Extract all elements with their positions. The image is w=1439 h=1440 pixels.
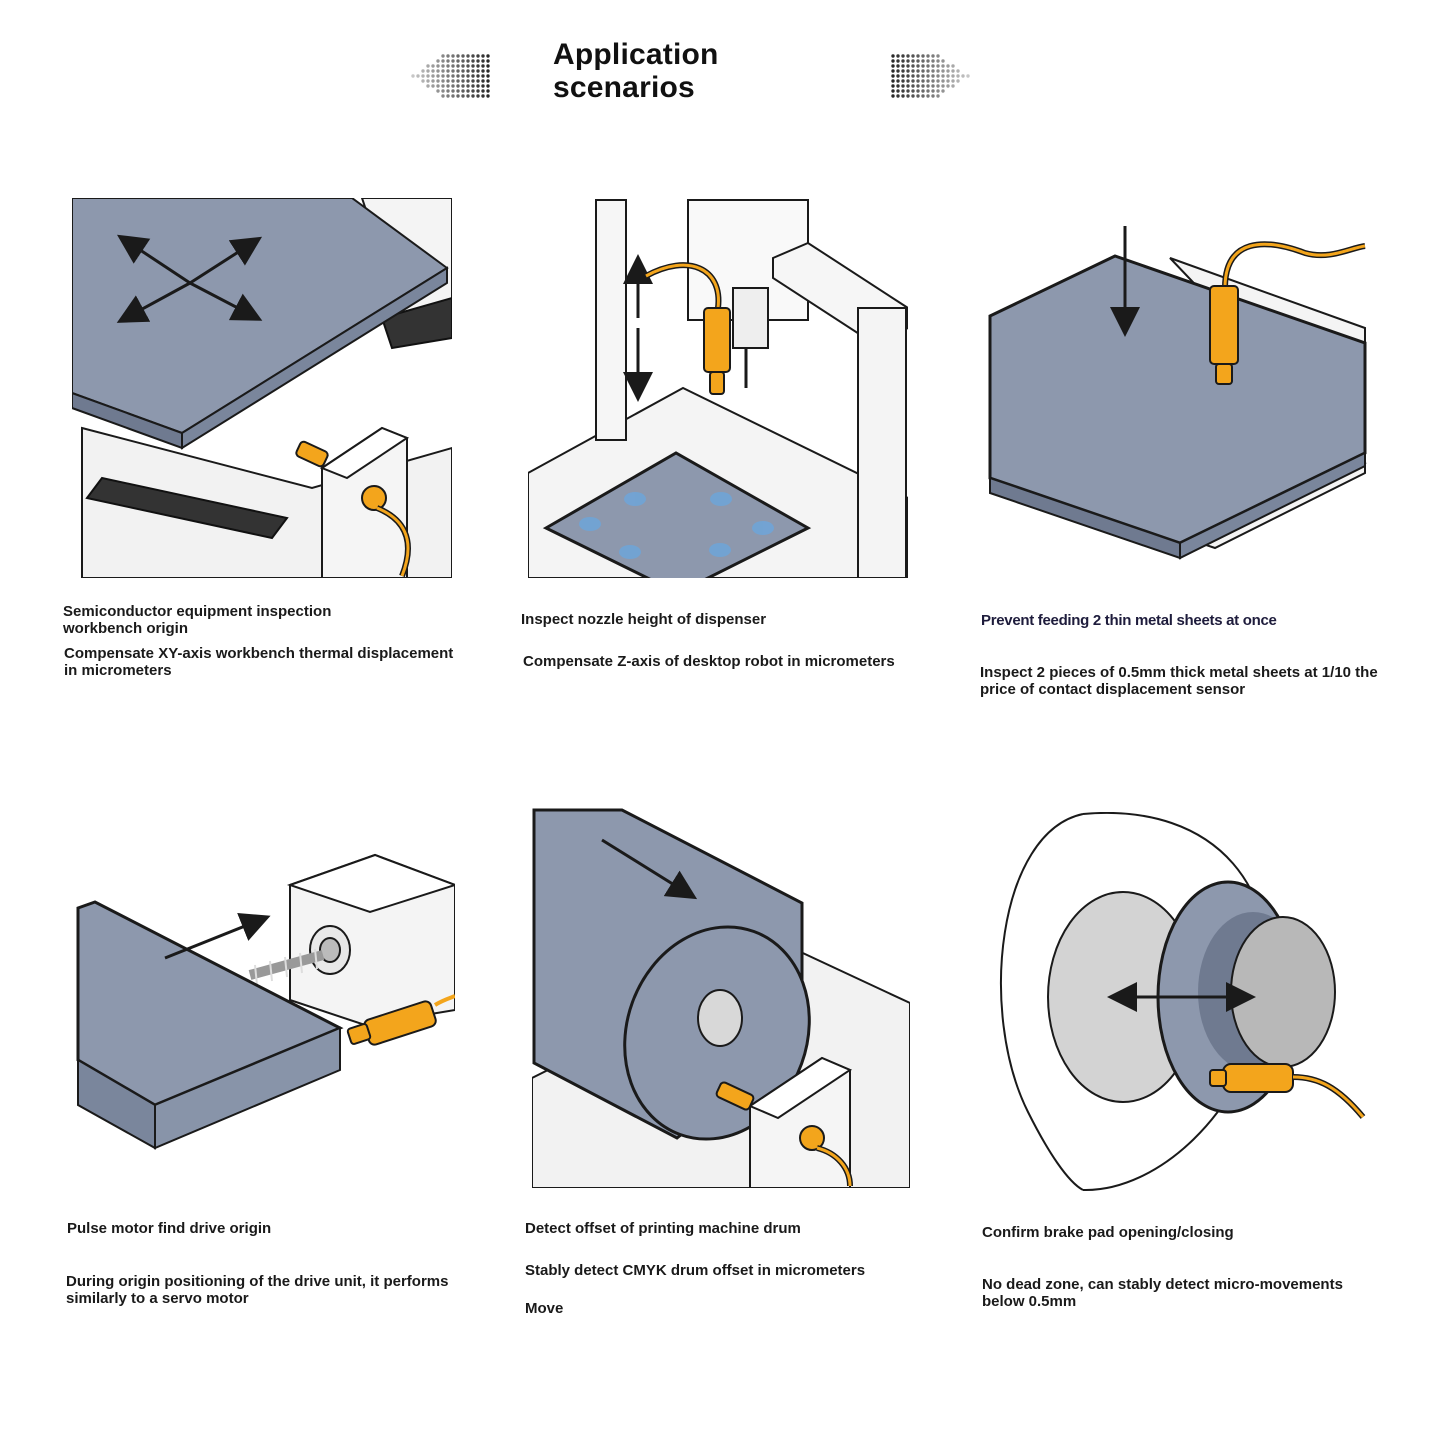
dotted-chevron-right-icon xyxy=(890,52,970,102)
scenario-2-title: Inspect nozzle height of dispenser xyxy=(521,611,767,628)
scenario-4-title: Pulse motor find drive origin xyxy=(67,1220,272,1237)
scenario-5-title: Detect offset of printing machine drum xyxy=(525,1220,801,1237)
pulse-motor-illustration xyxy=(75,850,455,1150)
scenario-4-description: During origin positioning of the drive u… xyxy=(66,1273,449,1307)
scenario-1-description: Compensate XY-axis workbench thermal dis… xyxy=(64,645,454,679)
page-title-line-1: Application xyxy=(553,38,719,71)
xy-workbench-illustration xyxy=(72,198,452,578)
brake-pad-illustration xyxy=(988,812,1368,1192)
scenario-5-description: Stably detect CMYK drum offset in microm… xyxy=(525,1262,866,1279)
scenario-1-title: Semiconductor equipment inspection workb… xyxy=(63,603,332,637)
printing-drum-illustration xyxy=(532,808,910,1188)
scenario-3-title: Prevent feeding 2 thin metal sheets at o… xyxy=(981,612,1277,629)
scenario-2-description: Compensate Z-axis of desktop robot in mi… xyxy=(523,653,895,670)
scenario-5-extra: Move xyxy=(525,1300,564,1317)
double-sheet-illustration xyxy=(985,198,1370,578)
scenario-3-description: Inspect 2 pieces of 0.5mm thick metal sh… xyxy=(980,664,1378,698)
dotted-chevron-left-icon xyxy=(410,52,490,102)
scenario-6-description: No dead zone, can stably detect micro-mo… xyxy=(982,1276,1343,1310)
scenario-6-title: Confirm brake pad opening/closing xyxy=(982,1224,1234,1241)
dispenser-nozzle-illustration xyxy=(528,198,908,578)
page-title: Application scenarios xyxy=(553,38,719,104)
page-title-line-2: scenarios xyxy=(553,71,695,104)
